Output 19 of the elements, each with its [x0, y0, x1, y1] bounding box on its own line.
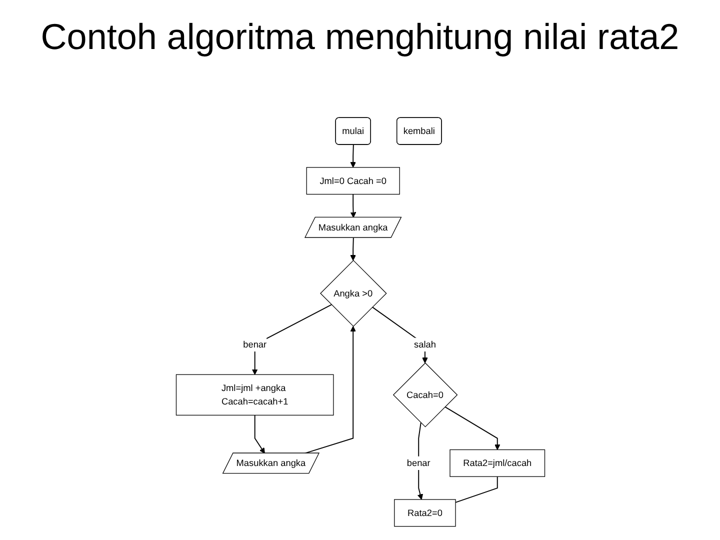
arrow	[350, 237, 356, 261]
edge-label: salah	[414, 339, 436, 350]
arrow	[416, 422, 423, 500]
connector	[454, 476, 498, 503]
edge-label: benar	[406, 458, 430, 468]
arrow	[371, 306, 428, 364]
arrow	[350, 194, 356, 218]
node-box: Rata2=0	[394, 499, 456, 527]
arrow	[350, 144, 356, 168]
diagram-title: Contoh algoritma menghitung nilai rata2	[40, 16, 680, 58]
node-box: Rata2=jml/cacah	[449, 449, 545, 477]
arrow	[444, 406, 500, 450]
arrow	[254, 414, 264, 454]
edge-label: benar	[242, 339, 266, 350]
node-box: Jml=jml +angka Cacah=cacah+1	[175, 374, 334, 416]
node-diamond: Cacah=0	[392, 362, 458, 428]
node-diamond: Angka >0	[320, 260, 386, 327]
arrow	[251, 304, 332, 375]
node-box: Jml=0 Cacah =0	[306, 167, 400, 195]
